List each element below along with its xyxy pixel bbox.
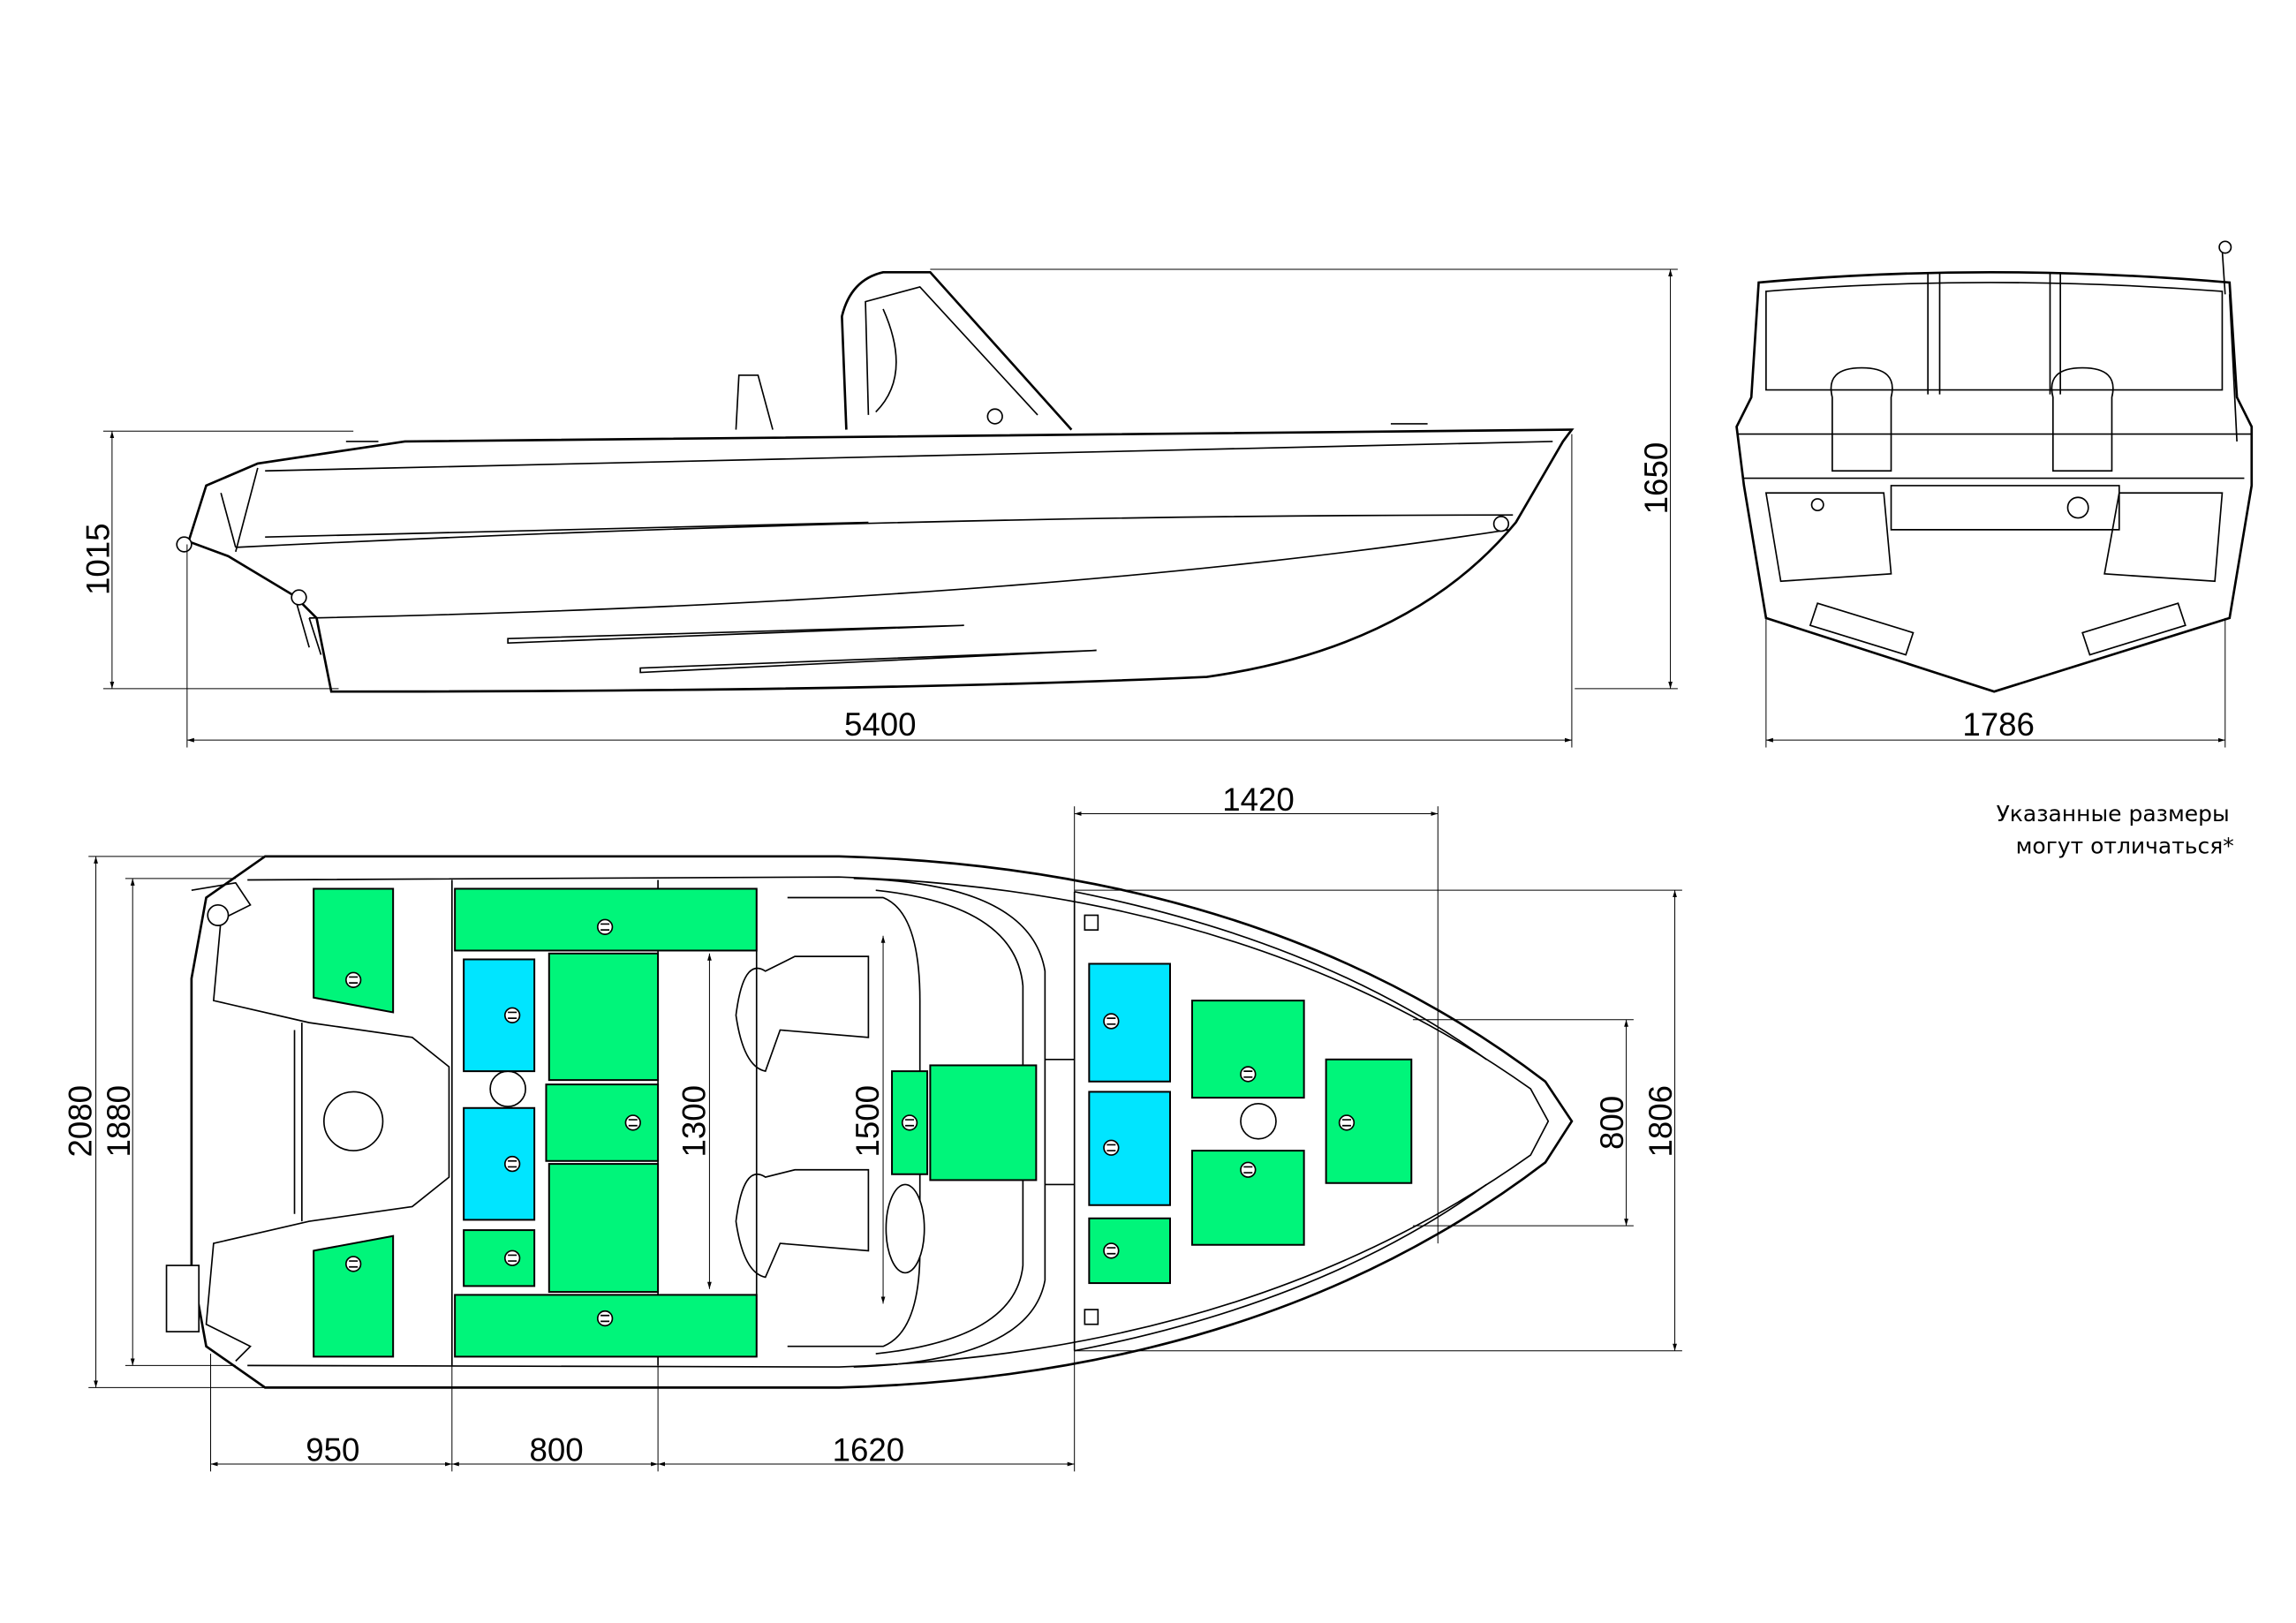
dimension-label: 1786 bbox=[1962, 706, 2035, 743]
seat-left-icon bbox=[1830, 366, 1893, 472]
cyan-hatch-4[interactable] bbox=[1088, 1091, 1171, 1206]
side-locker-bottom[interactable] bbox=[454, 1294, 758, 1358]
bench-panel-2[interactable] bbox=[545, 1083, 660, 1162]
dimension-800-bow: 800 bbox=[1412, 1019, 1634, 1227]
cyan-hatch-2[interactable] bbox=[463, 1106, 536, 1221]
disclaimer-note: Указанные размеры могут отличаться* bbox=[1997, 801, 2234, 859]
dimension-1650: 1650 bbox=[930, 268, 1678, 690]
seat-bottom-icon bbox=[735, 1168, 870, 1279]
dimension-label: 5400 bbox=[844, 706, 917, 743]
seat-right-icon bbox=[2051, 366, 2114, 472]
dimension-1786: 1786 bbox=[1765, 617, 2226, 748]
dimension-2080: 2080 bbox=[63, 856, 266, 1388]
dimension-label: 1300 bbox=[676, 1085, 712, 1158]
bow-small-hatch[interactable] bbox=[1088, 1217, 1171, 1285]
side-view bbox=[176, 270, 1575, 693]
cyan-hatch-1[interactable] bbox=[463, 958, 536, 1073]
dimension-1015: 1015 bbox=[80, 430, 354, 690]
dimension-800: 800 bbox=[530, 1432, 584, 1468]
dimension-label: 800 bbox=[1594, 1096, 1630, 1150]
note-line-2: могут отличаться* bbox=[2016, 833, 2234, 858]
dimension-label: 1015 bbox=[80, 523, 117, 595]
steering-wheel-icon bbox=[885, 1183, 925, 1274]
windshield bbox=[841, 270, 1073, 431]
stern-hatch-top[interactable] bbox=[313, 887, 395, 1014]
dimension-1500: 1500 bbox=[850, 935, 886, 1304]
dimension-label: 1650 bbox=[1638, 442, 1674, 515]
dimension-1620: 1620 bbox=[833, 1432, 905, 1468]
side-hull-outline bbox=[186, 428, 1575, 693]
bench-panel-3[interactable] bbox=[548, 1163, 660, 1294]
dimension-label: 2080 bbox=[63, 1085, 99, 1158]
walkthrough-panel[interactable] bbox=[929, 1064, 1038, 1181]
dimensions-bottom: 950 800 1620 bbox=[210, 1350, 1076, 1472]
bow-hatch-1[interactable] bbox=[1190, 1000, 1305, 1099]
cyan-hatch-3[interactable] bbox=[1088, 962, 1171, 1083]
dimension-label: 1500 bbox=[850, 1085, 886, 1158]
dimension-label: 1880 bbox=[101, 1085, 137, 1158]
dimension-5400: 5400 bbox=[186, 434, 1573, 748]
seat-top-icon bbox=[735, 955, 870, 1073]
dimension-label: 1806 bbox=[1643, 1085, 1679, 1158]
dimension-1420: 1420 bbox=[1074, 781, 1439, 1244]
bench-panel-1[interactable] bbox=[548, 952, 660, 1082]
deck-panels bbox=[313, 887, 1413, 1358]
dimension-950: 950 bbox=[306, 1432, 359, 1468]
dimension-1300: 1300 bbox=[676, 953, 712, 1289]
note-line-1: Указанные размеры bbox=[1997, 801, 2230, 827]
dimension-label: 1420 bbox=[1222, 781, 1295, 818]
small-hatch[interactable] bbox=[463, 1229, 536, 1287]
hatch-icon bbox=[323, 1091, 384, 1151]
stern-hatch-bottom[interactable] bbox=[313, 1234, 395, 1358]
front-view bbox=[1735, 240, 2254, 693]
dimension-1806: 1806 bbox=[1074, 889, 1682, 1352]
top-hull-outline bbox=[190, 855, 1574, 1389]
dimension-1880: 1880 bbox=[101, 878, 236, 1366]
